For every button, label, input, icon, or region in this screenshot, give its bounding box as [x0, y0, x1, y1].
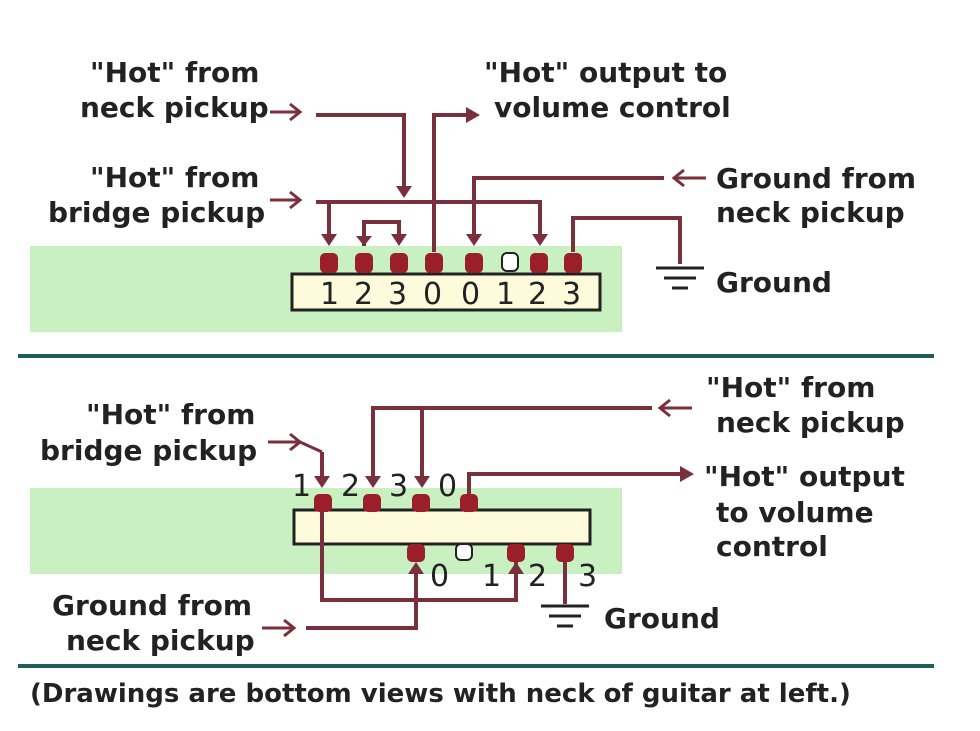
bottom-empty-lug — [455, 543, 473, 561]
bottom-top-pin-number: 3 — [389, 469, 408, 504]
top-switch-strip — [290, 272, 602, 312]
bottom-label-ground: Ground — [604, 602, 720, 635]
bottom-top-pin-number: 0 — [438, 469, 457, 504]
arrow-head-icon — [391, 234, 407, 246]
top-pin-number: 3 — [388, 277, 407, 312]
top-wire-jumper — [362, 220, 401, 246]
top-lug — [355, 253, 373, 273]
top-wire-bridge-hot — [316, 200, 542, 236]
top-wire-ground — [571, 216, 682, 264]
top-ground-icon — [656, 266, 704, 290]
arrow-head-icon — [680, 466, 694, 482]
bottom-label-hot-bridge-line1: "Hot" from — [86, 398, 255, 431]
arrow-head-icon — [508, 562, 524, 574]
top-label-hot-output-line1: "Hot" output to — [484, 56, 727, 89]
top-lugs — [320, 252, 582, 273]
bottom-switch-strip — [292, 508, 592, 546]
arrow-head-icon — [396, 186, 412, 198]
bottom-diagram: 1 2 3 0 0 1 2 3 — [30, 371, 905, 657]
top-wire-neck-hot — [316, 113, 406, 192]
arrow-head-icon — [321, 234, 337, 246]
top-lug — [564, 253, 582, 273]
bottom-bottom-pin-number: 3 — [578, 559, 597, 594]
bottom-bottom-pin-number: 0 — [430, 559, 449, 594]
divider-top — [18, 354, 934, 358]
arrow-head-icon — [365, 476, 381, 488]
top-pin-number: 1 — [320, 277, 339, 312]
arrow-left-icon — [671, 168, 706, 188]
top-pin-number: 2 — [354, 277, 373, 312]
bottom-bottom-pin-number: 1 — [482, 559, 501, 594]
caption: (Drawings are bottom views with neck of … — [30, 679, 851, 709]
arrow-right-icon — [270, 190, 303, 210]
top-label-ground-neck-line1: Ground from — [716, 162, 916, 195]
bottom-wires — [306, 406, 694, 630]
top-label-hot-neck-line2: neck pickup — [80, 91, 269, 124]
arrow-head-icon — [414, 476, 430, 488]
bottom-label-hot-output-line1: "Hot" output — [704, 460, 905, 493]
bottom-label-hot-output-line2: to volume — [716, 496, 874, 529]
bottom-top-pin-number: 2 — [341, 469, 360, 504]
bottom-top-lugs — [314, 494, 478, 512]
top-pin-number: 2 — [528, 277, 547, 312]
top-diagram: 1 2 3 0 0 1 2 3 — [30, 56, 916, 332]
top-pin-number: 1 — [496, 277, 515, 312]
top-label-ground-neck-line2: neck pickup — [716, 196, 905, 229]
bottom-lug — [556, 544, 574, 562]
bottom-label-hot-bridge-line2: bridge pickup — [40, 434, 257, 467]
bottom-label-ground-neck-line1: Ground from — [52, 589, 252, 622]
bottom-lug — [412, 494, 430, 512]
bottom-ground-icon — [541, 604, 589, 628]
arrow-head-icon — [314, 476, 330, 488]
bottom-lug — [363, 494, 381, 512]
top-empty-lug — [501, 252, 519, 272]
bottom-lug — [507, 544, 525, 562]
bottom-label-hot-neck-line2: neck pickup — [716, 406, 905, 439]
bottom-label-hot-output-line3: control — [716, 530, 828, 563]
top-lug — [530, 253, 548, 273]
arrow-right-icon — [270, 102, 303, 122]
bottom-label-hot-neck-line1: "Hot" from — [706, 371, 875, 404]
arrow-head-icon — [466, 107, 480, 123]
bottom-bottom-pin-numbers: 0 1 2 3 — [430, 559, 597, 594]
top-wire-output — [432, 113, 470, 252]
bottom-lug — [314, 494, 332, 512]
arrow-head-icon — [408, 562, 424, 574]
arrow-head-icon — [466, 234, 482, 246]
arrow-left-icon — [657, 398, 692, 418]
top-lug — [425, 253, 443, 273]
arrow-head-icon — [532, 234, 548, 246]
bottom-wire-ground-neck — [306, 572, 418, 630]
top-label-ground: Ground — [716, 266, 832, 299]
bottom-lug — [407, 544, 425, 562]
bottom-bottom-lugs — [407, 543, 574, 562]
top-label-hot-bridge-line2: bridge pickup — [48, 196, 265, 229]
top-lug — [320, 253, 338, 273]
top-label-hot-output-line2: volume control — [494, 91, 731, 124]
top-pin-numbers: 1 2 3 0 0 1 2 3 — [320, 277, 581, 312]
arrow-head-icon — [356, 236, 372, 246]
top-lug — [390, 253, 408, 273]
top-wires — [316, 107, 682, 264]
bottom-lug — [460, 494, 478, 512]
bottom-wire-loop — [320, 512, 518, 602]
bottom-top-pin-number: 1 — [292, 469, 311, 504]
bottom-label-ground-neck-line2: neck pickup — [66, 624, 255, 657]
divider-bottom — [18, 664, 934, 668]
bottom-bottom-pin-number: 2 — [528, 559, 547, 594]
top-pin-number: 0 — [461, 277, 480, 312]
top-wire-ground-neck — [472, 176, 664, 236]
bottom-wire-neck-hot — [371, 406, 652, 478]
top-pin-number: 0 — [423, 277, 442, 312]
top-lug — [465, 253, 483, 273]
top-label-hot-bridge-line1: "Hot" from — [90, 161, 259, 194]
arrow-right-icon — [268, 432, 323, 454]
bottom-wire-output — [467, 472, 686, 494]
top-pin-number: 3 — [562, 277, 581, 312]
top-label-hot-neck-line1: "Hot" from — [90, 56, 259, 89]
arrow-right-icon — [262, 618, 297, 638]
bottom-top-pin-numbers: 1 2 3 0 — [292, 469, 457, 504]
